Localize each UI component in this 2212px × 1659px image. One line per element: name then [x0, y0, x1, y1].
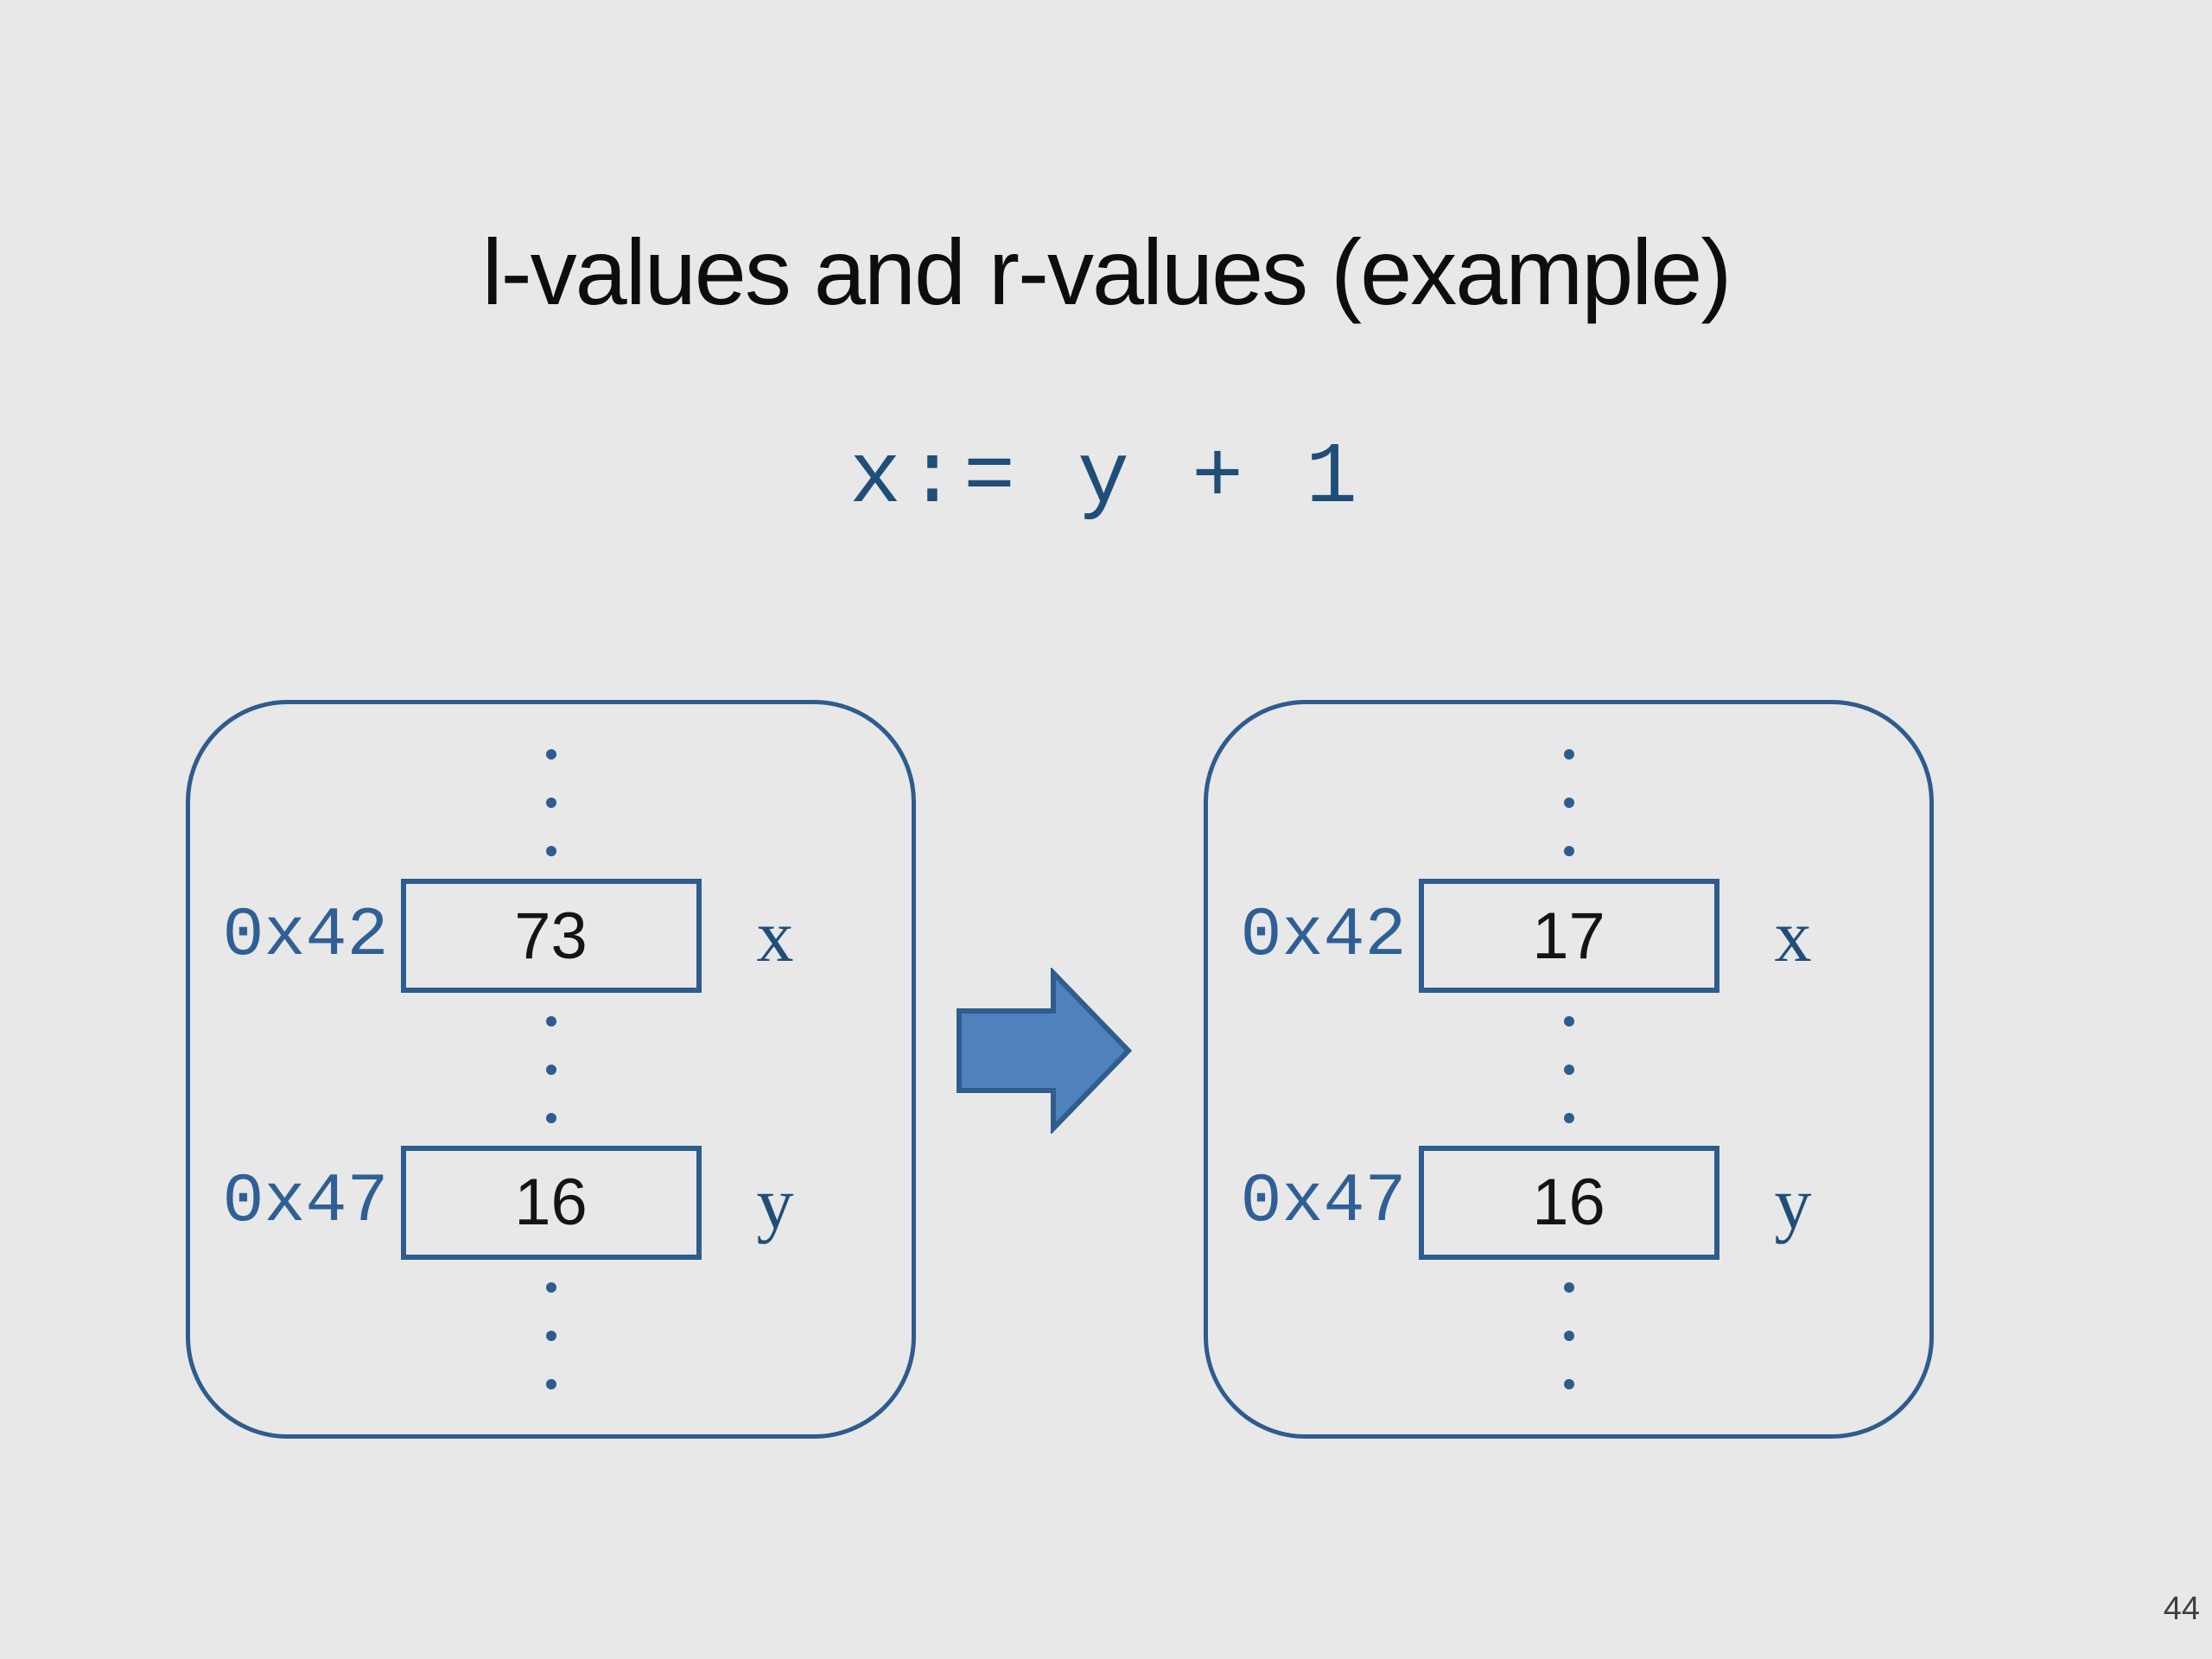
- dot-icon: [545, 846, 556, 856]
- memory-cell-box: 16: [400, 1145, 702, 1260]
- dot-icon: [545, 1331, 556, 1341]
- variable-label: x: [756, 894, 794, 978]
- dot-icon: [1563, 1331, 1574, 1341]
- vertical-ellipsis-icon: [545, 1282, 556, 1389]
- dot-icon: [545, 1015, 556, 1027]
- vertical-ellipsis-icon: [1563, 1015, 1574, 1123]
- address-label: 0x47: [222, 1163, 389, 1243]
- address-label: 0x47: [1240, 1163, 1407, 1243]
- vertical-ellipsis-icon: [1563, 1282, 1574, 1389]
- memory-cell-box: 17: [1418, 879, 1719, 994]
- memory-row: 0x47 16 y: [190, 1145, 912, 1260]
- dot-icon: [545, 1379, 556, 1389]
- memory-cell-box: 73: [400, 879, 702, 994]
- memory-panel-before: 0x42 73 x 0x47 16 y: [186, 700, 916, 1439]
- dot-icon: [1563, 1064, 1574, 1075]
- dot-icon: [1563, 749, 1574, 760]
- dot-icon: [545, 1112, 556, 1123]
- dot-icon: [545, 1282, 556, 1293]
- address-label: 0x42: [1240, 896, 1407, 976]
- dot-icon: [545, 1064, 556, 1075]
- dot-icon: [1563, 1015, 1574, 1027]
- memory-panel-after: 0x42 17 x 0x47 16 y: [1204, 700, 1934, 1439]
- memory-row: 0x42 73 x: [190, 879, 912, 994]
- dot-icon: [1563, 1112, 1574, 1123]
- memory-row: 0x47 16 y: [1208, 1145, 1929, 1260]
- dot-icon: [545, 749, 556, 760]
- dot-icon: [1563, 846, 1574, 856]
- variable-label: y: [1774, 1160, 1812, 1244]
- dot-icon: [1563, 798, 1574, 808]
- address-label: 0x42: [222, 896, 389, 976]
- dot-icon: [545, 798, 556, 808]
- vertical-ellipsis-icon: [545, 1015, 556, 1123]
- transition-arrow-icon: [956, 968, 1134, 1134]
- dot-icon: [1563, 1379, 1574, 1389]
- vertical-ellipsis-icon: [545, 749, 556, 856]
- dot-icon: [1563, 1282, 1574, 1293]
- variable-label: y: [756, 1160, 794, 1244]
- slide-title: l-values and r-values (example): [481, 219, 1732, 324]
- page-number: 44: [2163, 1591, 2200, 1627]
- variable-label: x: [1774, 894, 1812, 978]
- memory-row: 0x42 17 x: [1208, 879, 1929, 994]
- vertical-ellipsis-icon: [1563, 749, 1574, 856]
- code-expression: x:= y + 1: [849, 430, 1363, 528]
- memory-cell-box: 16: [1418, 1145, 1719, 1260]
